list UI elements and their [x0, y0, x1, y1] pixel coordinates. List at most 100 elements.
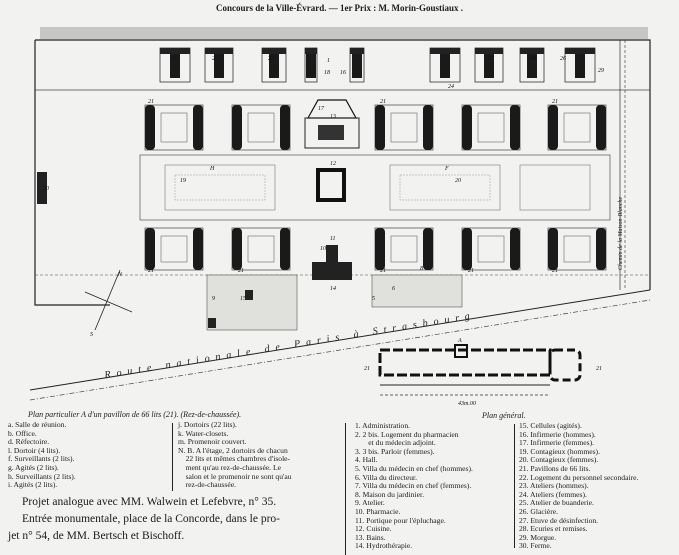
legend-item: 14. Hydrothérapie. — [355, 541, 413, 551]
legend-item: 12. Cuisine. — [355, 524, 392, 534]
building — [269, 48, 279, 78]
legend-item: 22 lits et mêmes chambres d'isole- — [178, 454, 291, 464]
legend-item: g. Agités (2 lits). — [8, 462, 59, 472]
building — [575, 48, 585, 78]
building — [170, 48, 180, 78]
legend-item: b. Office. — [8, 428, 37, 438]
divider — [345, 423, 346, 555]
building-number: 10 — [320, 246, 326, 252]
legend-item: 19. Contagieux (hommes). — [519, 446, 600, 456]
legend-item: j. Dortoirs (22 lits). — [178, 420, 237, 429]
pavilion-21 — [231, 227, 291, 271]
farm-building — [37, 172, 47, 204]
legend-item: 5. Villa du médecin en chef (hommes). — [355, 463, 473, 473]
legend-item: 30. Ferme. — [519, 541, 552, 551]
lane-label: Chemin de la Maison-Blanche — [618, 197, 624, 270]
legend-item: rez-de-chaussée. — [178, 480, 236, 490]
building-number: 9 — [212, 296, 215, 302]
building-number: 1 — [327, 58, 330, 64]
building-number: 27 — [488, 56, 495, 62]
legend-item: 1. Administration. — [355, 421, 411, 430]
legend-item: h. Surveillants (2 lits). — [8, 471, 76, 481]
building-number: 12 — [330, 161, 336, 167]
legend-item: l. Dortoir (4 lits). — [8, 445, 61, 455]
building — [352, 48, 362, 78]
building-number: 21 — [552, 268, 558, 274]
legend-general-caption: Plan général. — [482, 411, 526, 420]
building — [306, 48, 316, 78]
building-number: 15 — [240, 296, 246, 302]
legend-general-col2: 15. Cellules (agités).16. Infirmerie (ho… — [519, 421, 638, 551]
legend-item: 15. Cellules (agités). — [519, 421, 582, 430]
building-number: 21 — [380, 268, 386, 274]
legend-item: 9. Atelier. — [355, 498, 385, 508]
detail-side-right: 21 — [596, 366, 602, 372]
building-number: 13 — [330, 114, 336, 120]
legend-item: 24. Ateliers (femmes). — [519, 489, 587, 499]
top-row-buildings — [159, 47, 596, 83]
compass-south: S — [90, 332, 93, 338]
legend-a-col2: j. Dortoirs (22 lits).k. Water-closets. m… — [178, 420, 292, 490]
section-F: F — [444, 166, 449, 172]
legend-a-caption: Plan particulier A d'un pavillon de 66 l… — [28, 410, 242, 419]
legend-item: 11. Portique pour l'épluchage. — [355, 515, 446, 525]
building — [440, 48, 450, 78]
body-line-1: Projet analogue avec MM. Walwein et Lefe… — [22, 496, 277, 508]
legend-item: ment qu'au rez-de-chaussée. Le — [178, 462, 281, 472]
legend-item: et du médecin adjoint. — [355, 438, 436, 448]
compass-icon: N S — [84, 269, 133, 338]
legend-item: f. Surveillants (2 lits). — [8, 454, 75, 464]
building-number: 16 — [340, 70, 346, 76]
building-number: 24 — [448, 83, 454, 90]
pavilion-21 — [144, 227, 204, 271]
building-number: 29 — [598, 68, 604, 74]
section-H: H — [209, 166, 215, 172]
building-number: 21 — [148, 99, 154, 105]
site-plan-drawing: N S Route nationale de Paris à Strasbour… — [29, 27, 651, 401]
compass-north: N — [117, 272, 123, 278]
detail-side-left: 21 — [364, 366, 370, 372]
pavilion-21 — [461, 227, 521, 271]
building-number: 21 — [552, 99, 558, 105]
building-number: 21 — [148, 268, 154, 274]
building-number: 30 — [42, 186, 49, 192]
legend-item: 16. Infirmerie (hommes). — [519, 429, 596, 439]
building-number: 22 — [308, 70, 314, 76]
legend-item: a. Salle de réunion. — [8, 420, 67, 429]
legend-item: 3. 3 bis. Parloir (femmes). — [355, 446, 435, 456]
garden — [206, 274, 298, 331]
legend-item: N. B. A l'étage, 2 dortoirs de chacun — [178, 445, 288, 455]
building-number: 21 — [468, 268, 474, 274]
site-boundary — [34, 39, 651, 306]
legend-item: salon et le promenoir ne sont qu'au — [178, 471, 292, 481]
pavilion-21 — [144, 104, 204, 151]
body-line-3: jet n° 54, de MM. Bertsch et Bischoff. — [8, 530, 185, 542]
building — [214, 48, 224, 78]
kitchen-building — [312, 245, 352, 280]
legend-item: 7. Villa du médecin en chef (femmes). — [355, 481, 472, 491]
legend-item: 4. Hall. — [355, 455, 378, 465]
page-title: Concours de la Ville-Évrard. — 1er Prix … — [215, 3, 464, 13]
legend-item: 28. Ecuries et remises. — [519, 524, 588, 534]
legend-item: 20. Contagieux (femmes). — [519, 455, 599, 465]
site-plan: N S Route nationale de Paris à Strasbour… — [29, 27, 651, 407]
legend-item: 17. Infirmerie (femmes). — [519, 438, 595, 448]
legend-item: 26. Glacière. — [519, 506, 559, 516]
building-number: 11 — [330, 236, 336, 242]
legend-item: 13. Bains. — [355, 532, 386, 542]
building-number: 23 — [268, 56, 274, 62]
road-edge — [29, 289, 651, 391]
building-number: 14 — [330, 285, 336, 292]
pavilions — [144, 104, 607, 271]
legend-item: k. Water-closets. — [178, 428, 229, 438]
pavilion-21 — [231, 104, 291, 151]
detail-label: A — [457, 338, 462, 344]
legend-item: 21. Pavillons de 66 lits. — [519, 463, 591, 473]
pavilion-21 — [374, 227, 434, 271]
building — [484, 48, 494, 78]
building-number: 28 — [530, 56, 536, 62]
building — [527, 48, 537, 78]
building-number: 21 — [380, 99, 386, 105]
divider — [514, 424, 515, 548]
